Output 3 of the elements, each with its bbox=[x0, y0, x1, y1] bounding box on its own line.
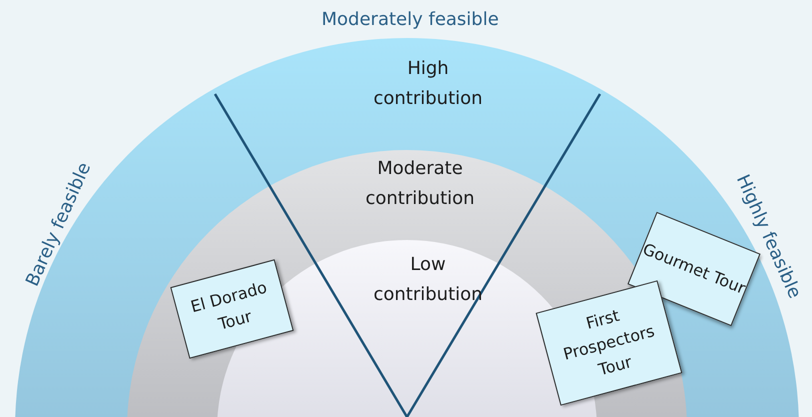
band-label: High contribution bbox=[372, 57, 484, 111]
feasibility-label: Moderately feasible bbox=[322, 8, 499, 30]
band-label: Moderate contribution bbox=[364, 157, 476, 211]
